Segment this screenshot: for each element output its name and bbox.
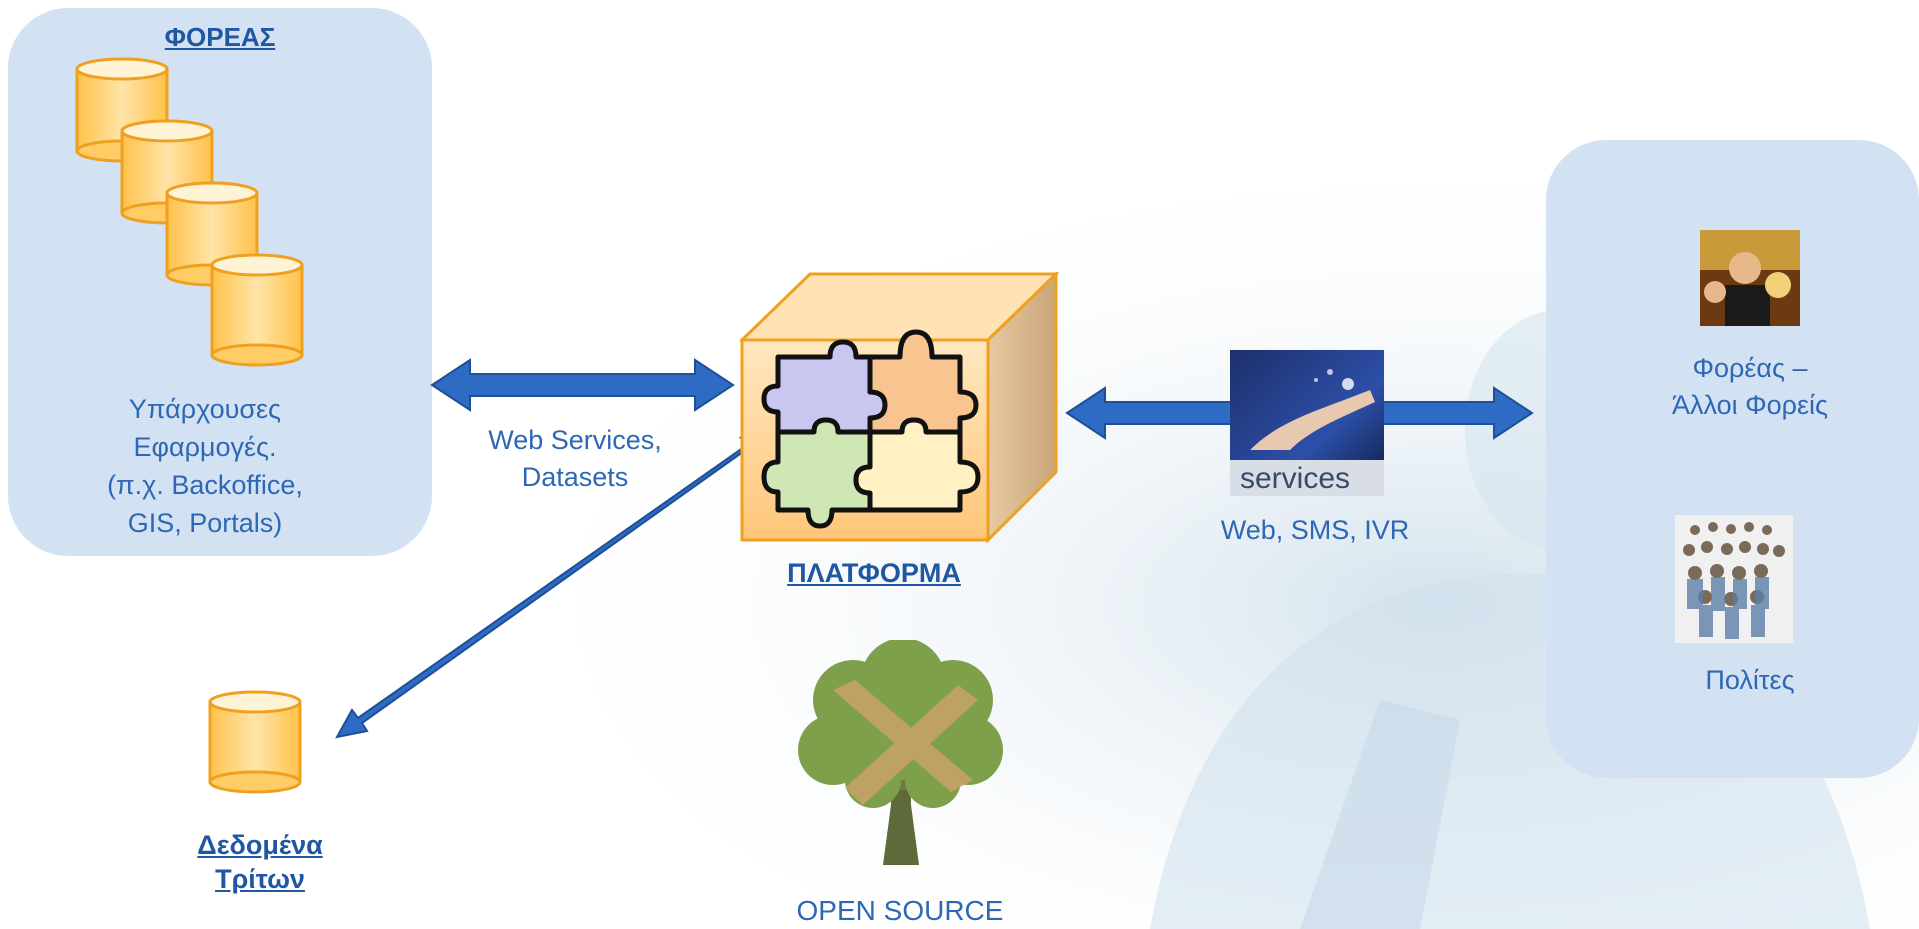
existing-apps-line: Υπάρχουσες (128, 394, 282, 424)
left-link-line: Datasets (521, 462, 629, 492)
existing-apps-line: Εφαρμογές. (133, 432, 277, 462)
left-link-line: Web Services, (488, 425, 662, 455)
agency-title[interactable]: ΦΟΡΕΑΣ (164, 22, 276, 52)
database-stack-icon (75, 57, 304, 367)
platform-title[interactable]: ΠΛΑΤΦΟΡΜΑ (787, 558, 961, 588)
database-icon (210, 253, 304, 367)
existing-apps-line: (π.χ. Backoffice, (107, 470, 303, 500)
open-source-label: OPEN SOURCE (796, 895, 1004, 926)
existing-apps-text: Υπάρχουσες Εφαρμογές. (π.χ. Backoffice, … (60, 390, 350, 542)
people-photo-icon (1700, 230, 1800, 326)
existing-apps-line: GIS, Portals) (127, 508, 283, 538)
agencies-line: Φορέας – (1692, 353, 1808, 383)
agencies-line: Άλλοι Φορείς (1671, 390, 1829, 420)
left-link-label: Web Services, Datasets (460, 422, 690, 496)
third-party-line: Τρίτων (215, 864, 305, 894)
double-arrow-left-icon (430, 358, 735, 412)
database-icon (208, 690, 302, 794)
tree-icon (798, 640, 1003, 865)
third-party-line: Δεδομένα (197, 830, 323, 860)
agencies-label: Φορέας – Άλλοι Φορείς (1600, 350, 1900, 424)
citizens-label: Πολίτες (1705, 665, 1795, 695)
third-party-title[interactable]: Δεδομένα Τρίτων (160, 828, 360, 896)
services-caption: services (1240, 462, 1350, 495)
channels-label: Web, SMS, IVR (1220, 515, 1410, 545)
services-hand-icon: services (1230, 350, 1384, 496)
puzzle-cube-icon (740, 272, 1060, 544)
crowd-photo-icon (1675, 515, 1793, 643)
